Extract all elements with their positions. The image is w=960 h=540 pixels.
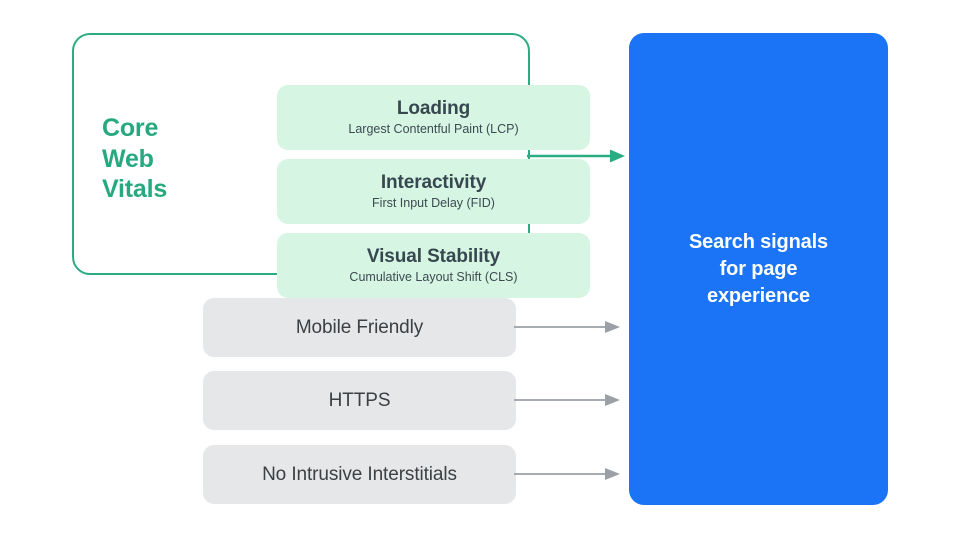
arrow-no-intrusive-interstitials-to-outcome bbox=[514, 468, 620, 480]
metric-title-interactivity: Interactivity bbox=[380, 171, 487, 193]
signal-label-no-intrusive-interstitials: No Intrusive Interstitials bbox=[262, 463, 457, 485]
core-web-vitals-group: Core Web Vitals Loading Largest Contentf… bbox=[72, 33, 590, 298]
metric-subtitle-interactivity: First Input Delay (FID) bbox=[372, 195, 495, 210]
outcome-box: Search signals for page experience bbox=[629, 33, 888, 505]
metric-card-loading: Loading Largest Contentful Paint (LCP) bbox=[277, 85, 590, 150]
signal-label-mobile-friendly: Mobile Friendly bbox=[295, 316, 424, 338]
arrow-https-to-outcome bbox=[514, 394, 620, 406]
metric-subtitle-visual-stability: Cumulative Layout Shift (CLS) bbox=[349, 269, 518, 284]
signal-https: HTTPS bbox=[203, 371, 516, 430]
outcome-label: Search signals for page experience bbox=[688, 230, 829, 307]
signal-mobile-friendly: Mobile Friendly bbox=[203, 298, 516, 357]
metric-card-visual-stability: Visual Stability Cumulative Layout Shift… bbox=[277, 233, 590, 298]
signal-label-https: HTTPS bbox=[328, 389, 391, 411]
metric-title-loading: Loading bbox=[396, 97, 471, 119]
metric-subtitle-loading: Largest Contentful Paint (LCP) bbox=[348, 121, 519, 136]
signal-no-intrusive-interstitials: No Intrusive Interstitials bbox=[203, 445, 516, 504]
metric-card-interactivity: Interactivity First Input Delay (FID) bbox=[277, 159, 590, 224]
core-web-vitals-label: Core Web Vitals bbox=[102, 114, 168, 203]
metric-title-visual-stability: Visual Stability bbox=[366, 245, 501, 267]
arrow-mobile-friendly-to-outcome bbox=[514, 321, 620, 333]
